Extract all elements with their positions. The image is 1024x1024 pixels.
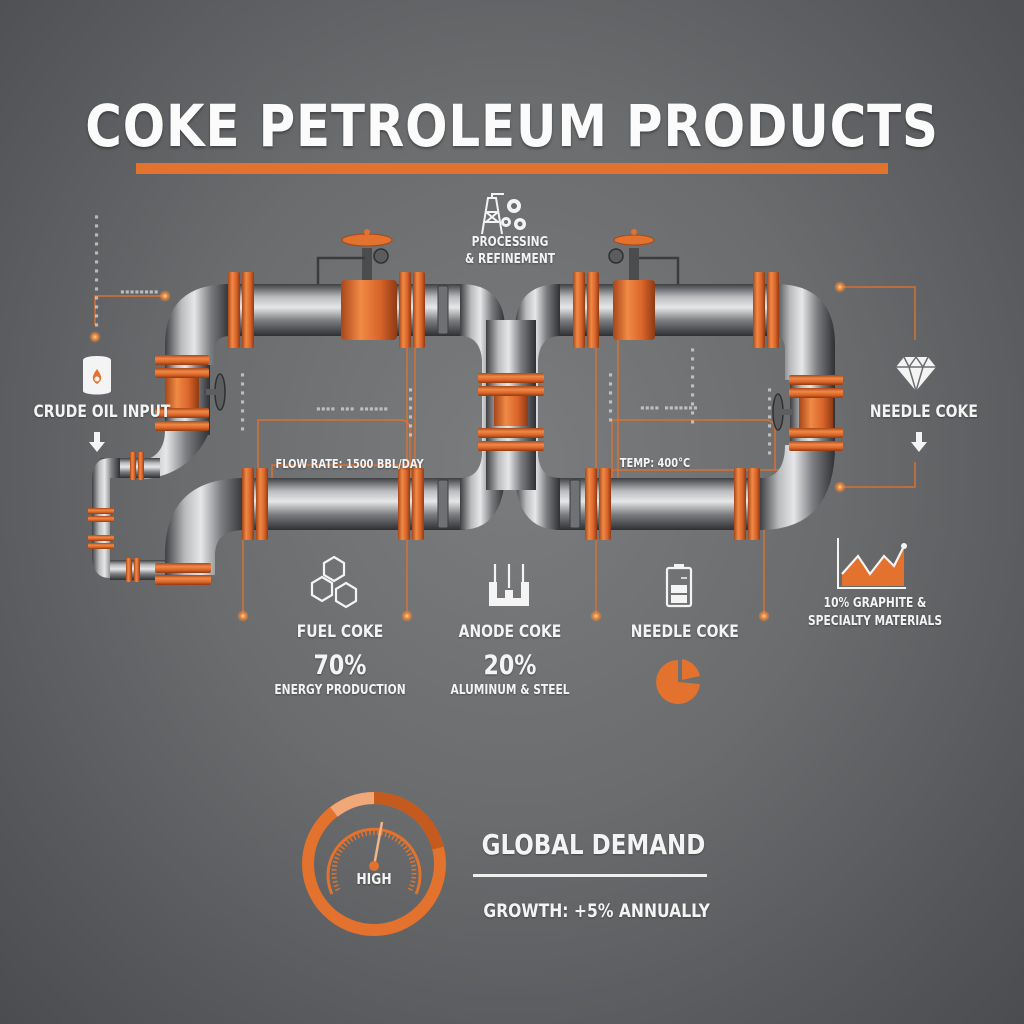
- fuel-coke-use: ENERGY PRODUCTION: [274, 683, 406, 698]
- needle-coke-label: NEEDLE COKE: [630, 622, 739, 642]
- annotation-tiny-text: ▪▪▪▪▪▪▪▪▪▪▪▪▪: [92, 212, 101, 329]
- graphite-label-line2: SPECIALTY MATERIALS: [807, 614, 943, 629]
- crude-oil-input-label: CRUDE OIL INPUT: [33, 402, 171, 422]
- annotation-tiny-text: ▪▪▪▪▪▪▪▪: [120, 287, 159, 296]
- page-title: COKE PETROLEUM PRODUCTS: [85, 92, 939, 160]
- processing-label-line1: PROCESSING: [471, 235, 549, 250]
- oil-barrel-icon: [80, 355, 114, 395]
- needle-coke-output-label: NEEDLE COKE: [869, 402, 978, 422]
- temperature-annotation: TEMP: 400°C: [619, 456, 691, 470]
- annotation-tiny-text: ▪▪▪▪▪▪▪: [238, 370, 247, 433]
- demand-gauge: [300, 790, 448, 938]
- diamond-icon: [896, 355, 936, 391]
- graphite-label-line1: 10% GRAPHITE &: [823, 596, 927, 611]
- hexagons-icon: [308, 555, 360, 611]
- growth-text: GROWTH: +5% ANNUALLY: [483, 900, 710, 922]
- anode-coke-use: ALUMINUM & STEEL: [450, 683, 570, 698]
- flow-rate-annotation: FLOW RATE: 1500 BBL/DAY: [275, 457, 424, 471]
- demand-divider: [473, 874, 707, 877]
- annotation-tiny-text: ▪▪▪▪▪▪: [406, 385, 415, 439]
- global-demand-title: GLOBAL DEMAND: [481, 828, 706, 861]
- valve-bodies: [206, 229, 792, 431]
- annotation-tiny-text: ▪▪▪▪▪▪: [606, 370, 615, 424]
- pie-chart-icon: [654, 656, 702, 704]
- battery-icon: [665, 564, 693, 608]
- gauge-label: HIGH: [356, 870, 392, 888]
- annotation-tiny-text: ▪▪▪▪ ▪▪▪ ▪▪▪▪▪▪: [316, 404, 389, 413]
- anode-coke-label: ANODE COKE: [458, 622, 562, 642]
- fuel-coke-percent: 70%: [313, 650, 367, 681]
- arrow-down-icon: [89, 432, 105, 452]
- arrow-down-icon: [911, 432, 927, 452]
- title-underline: [136, 163, 888, 174]
- processing-label-line2: & REFINEMENT: [464, 252, 556, 267]
- refinery-gears-icon: [478, 192, 538, 236]
- annotation-tiny-text: ▪▪▪▪▪▪▪▪: [765, 385, 774, 457]
- pipe-flanges: [88, 272, 843, 585]
- anode-coke-percent: 20%: [483, 650, 537, 681]
- annotation-tiny-text: ▪▪▪▪ ▪▪▪▪▪▪▪: [640, 403, 698, 412]
- fuel-coke-label: FUEL COKE: [296, 622, 384, 642]
- electrolysis-cell-icon: [487, 562, 531, 608]
- area-chart-icon: [836, 536, 908, 590]
- annotation-tiny-text: ▪▪▪▪▪▪▪▪▪: [688, 345, 697, 426]
